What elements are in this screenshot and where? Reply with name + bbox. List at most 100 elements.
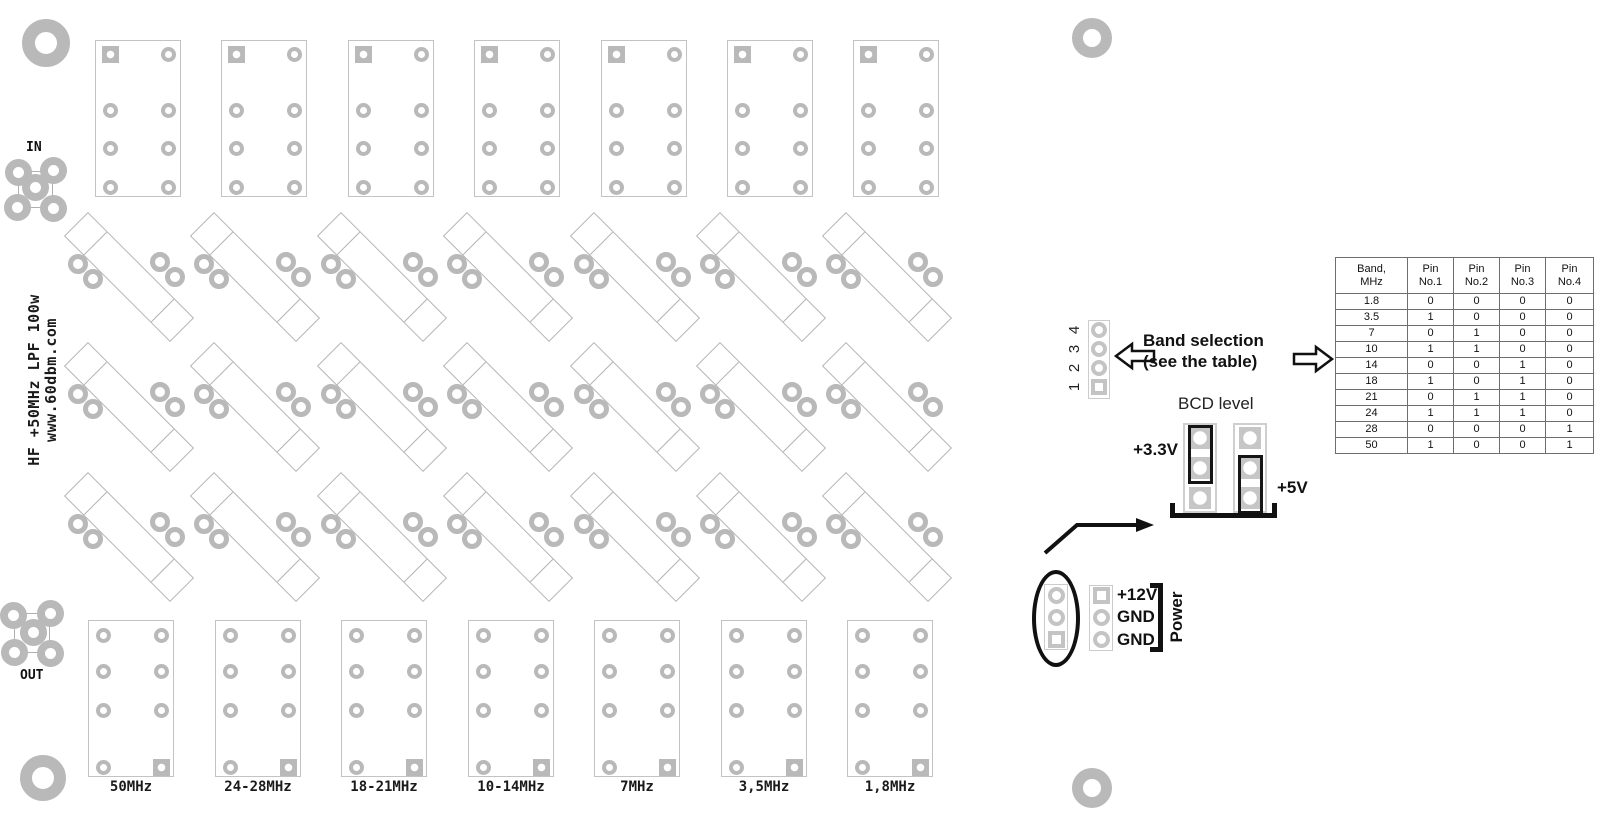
pad [36, 639, 64, 667]
inductor-footprint [821, 341, 953, 473]
pad [1092, 586, 1110, 604]
pad [841, 269, 861, 289]
band-table-cell: 1 [1453, 405, 1500, 422]
pad [481, 140, 497, 156]
pad [666, 102, 682, 118]
band-table-cell: 0 [1499, 437, 1546, 454]
pad [671, 397, 691, 417]
pad [348, 759, 364, 775]
pad [1092, 630, 1110, 648]
power-connector-left [1044, 584, 1068, 650]
pad [150, 512, 170, 532]
pad [447, 514, 467, 534]
pad [286, 179, 302, 195]
pad [222, 759, 238, 775]
pad [354, 45, 372, 63]
relay-footprint [721, 620, 807, 777]
pad [533, 663, 549, 679]
bcd-bracket [1170, 503, 1277, 518]
pad [1091, 379, 1107, 395]
band-table-cell: 0 [1407, 293, 1454, 310]
pad [923, 397, 943, 417]
pad [785, 758, 803, 776]
pad [658, 758, 676, 776]
band-table-cell: 50 [1335, 437, 1408, 454]
pad [194, 254, 214, 274]
pad [1091, 322, 1107, 338]
pad [656, 512, 676, 532]
pad [533, 702, 549, 718]
pad [671, 267, 691, 287]
band-table-cell: 0 [1453, 293, 1500, 310]
pad [406, 702, 422, 718]
band-table-cell: 1.8 [1335, 293, 1408, 310]
pad [854, 627, 870, 643]
pad [418, 527, 438, 547]
pad [797, 267, 817, 287]
pad [336, 529, 356, 549]
pad [539, 140, 555, 156]
pad [447, 384, 467, 404]
pad [782, 512, 802, 532]
pad [153, 627, 169, 643]
pad [666, 179, 682, 195]
pad [286, 140, 302, 156]
pad [826, 384, 846, 404]
band-table-cell: 0 [1407, 421, 1454, 438]
pad [1091, 360, 1107, 376]
band-table-cell: 0 [1545, 293, 1594, 310]
jumper-3v3 [1188, 425, 1213, 484]
pad [348, 663, 364, 679]
pad [68, 254, 88, 274]
pad [160, 179, 176, 195]
band-table-cell: 0 [1545, 325, 1594, 342]
pad [228, 102, 244, 118]
pad [859, 45, 877, 63]
band-label: 1,8MHz [864, 779, 916, 795]
inductor-footprint [189, 211, 321, 343]
pad [1092, 608, 1110, 626]
pad [532, 758, 550, 776]
pad [276, 512, 296, 532]
inductor-footprint [442, 211, 574, 343]
pad [923, 267, 943, 287]
band-table-cell: 1 [1499, 405, 1546, 422]
pad [150, 382, 170, 402]
pad [160, 46, 176, 62]
band-table-cell: 10 [1335, 341, 1408, 358]
pad [403, 382, 423, 402]
band-table-cell: 1 [1407, 373, 1454, 390]
pad [792, 102, 808, 118]
pad [589, 399, 609, 419]
band-label: 7MHz [620, 779, 654, 795]
pad [165, 267, 185, 287]
pad [574, 384, 594, 404]
pad [481, 179, 497, 195]
pad [413, 140, 429, 156]
pad [228, 140, 244, 156]
power-group-label: Power [1167, 591, 1186, 643]
pad [102, 179, 118, 195]
pad [355, 102, 371, 118]
band-table-cell: 18 [1335, 373, 1408, 390]
relay-footprint [601, 40, 687, 197]
inductor-footprint [316, 211, 448, 343]
inductor-footprint [695, 471, 827, 603]
pad [728, 663, 744, 679]
pad [291, 267, 311, 287]
pad [348, 702, 364, 718]
pad [321, 384, 341, 404]
band-table-cell: 7 [1335, 325, 1408, 342]
pad [918, 140, 934, 156]
pad [912, 627, 928, 643]
pad [222, 702, 238, 718]
band-table-cell: 0 [1545, 309, 1594, 326]
band-table-cell: 0 [1499, 341, 1546, 358]
